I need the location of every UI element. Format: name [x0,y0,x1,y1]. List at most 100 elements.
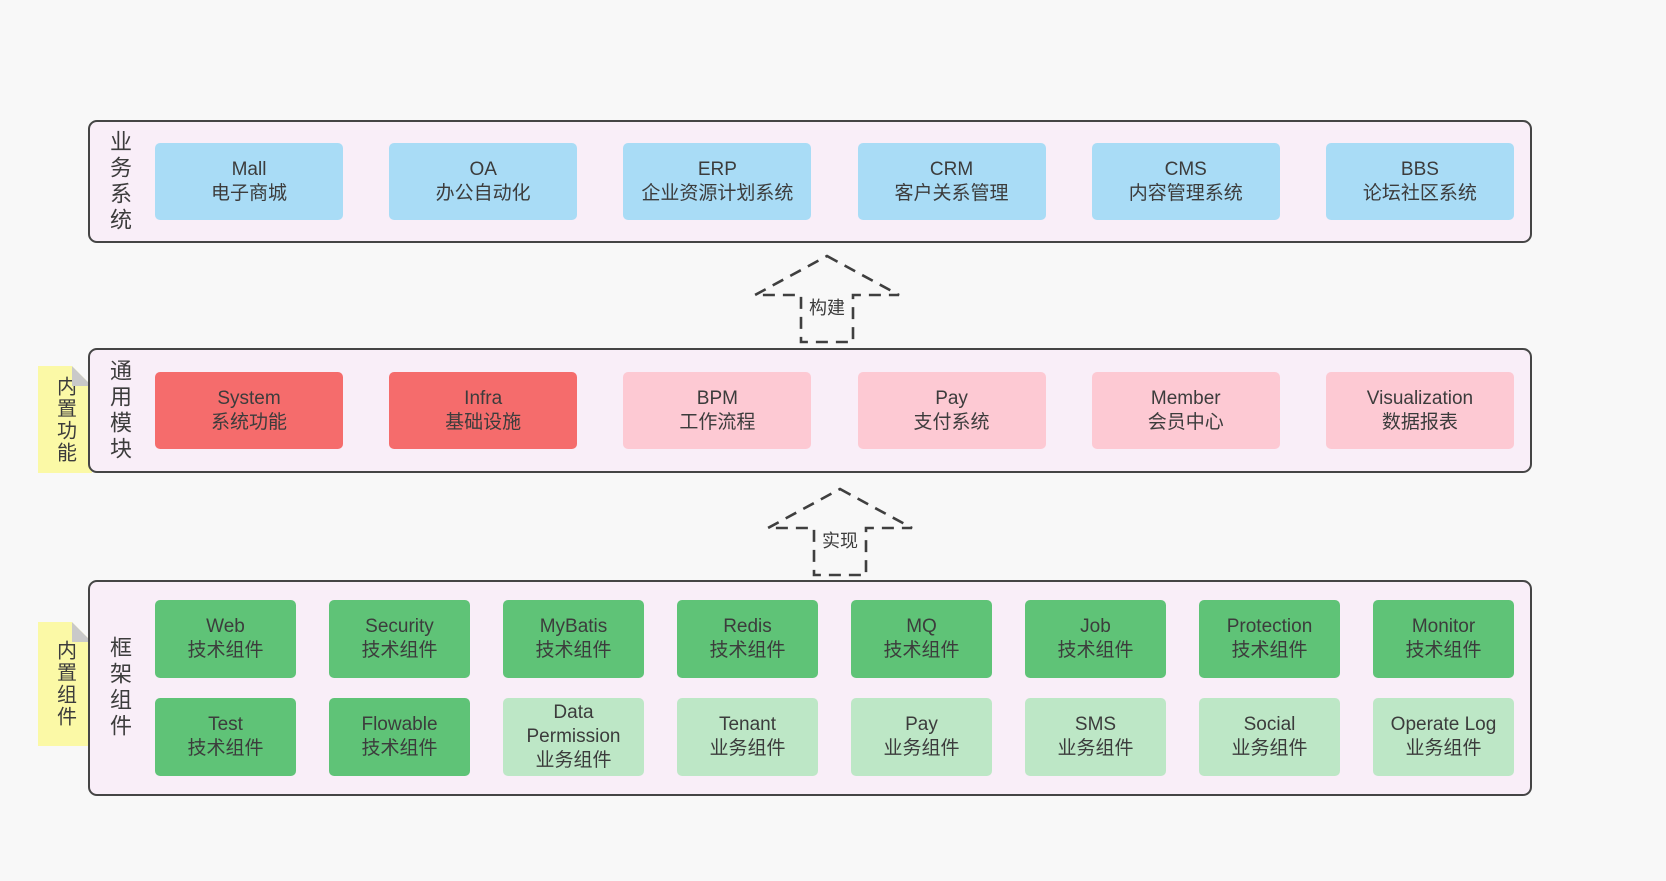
module-desc: 支付系统 [913,411,990,433]
module-name: Social [1243,714,1296,736]
module-name: BPM [696,387,738,409]
module-desc: 业务组件 [1405,738,1482,759]
module-desc: 技术组件 [361,738,438,759]
module-desc: 电子商城 [210,182,287,204]
module-name: CMS [1164,158,1207,180]
module-name: Flowable [361,714,438,736]
sticky-built-in-features: 内置功能 [38,366,92,473]
module-desc: 客户关系管理 [894,182,1009,204]
module-name: Infra [464,387,503,409]
module-name: Data Permission [526,702,621,748]
module-name: ERP [697,158,737,180]
module-name: OA [469,158,497,180]
module-desc: 企业资源计划系统 [641,182,794,204]
module-name: Operate Log [1390,714,1497,736]
module-desc: 论坛社区系统 [1362,182,1477,204]
module-name: Visualization [1366,387,1474,409]
module-name: Monitor [1411,616,1476,638]
sticky-label-built-in-features: 内置功能 [53,375,76,464]
build-arrow-label: 构建 [806,294,848,320]
module-desc: 内容管理系统 [1128,182,1243,204]
sticky-label-built-in-components: 内置组件 [53,640,76,728]
module-name: Member [1150,387,1221,409]
module-desc: 业务组件 [883,738,960,759]
module-desc: 技术组件 [187,640,264,661]
module-name: Job [1080,616,1111,638]
module-name: SMS [1074,714,1117,736]
module-name: Protection [1226,616,1313,638]
band-label-common-modules: 通用模块 [107,358,132,463]
module-desc: 业务组件 [709,738,786,759]
module-desc: 工作流程 [679,411,756,433]
module-name: Test [208,714,243,736]
module-desc: 业务组件 [1057,738,1134,759]
module-desc: 技术组件 [361,640,438,661]
module-desc: 数据报表 [1381,411,1458,433]
implement-arrow: 实现 [765,486,915,578]
module-desc: 办公自动化 [435,182,531,204]
module-desc: 技术组件 [1057,640,1134,661]
module-desc: 会员中心 [1147,411,1224,433]
module-desc: 基础设施 [445,411,522,433]
module-name: Pay [935,387,968,409]
module-name: Mall [231,158,267,180]
module-name: Security [365,616,434,638]
build-arrow: 构建 [752,253,902,345]
module-desc: 技术组件 [709,640,786,661]
module-desc: 技术组件 [883,640,960,661]
module-desc: 技术组件 [1231,640,1308,661]
module-desc: 技术组件 [1405,640,1482,661]
band-label-business-systems: 业务系统 [107,129,132,234]
module-desc: 技术组件 [535,640,612,661]
module-name: Tenant [718,714,777,736]
module-desc: 业务组件 [535,749,612,771]
sticky-built-in-components: 内置组件 [38,622,92,746]
module-name: BBS [1400,158,1439,180]
module-name: MQ [906,616,937,638]
module-name: Web [206,616,245,638]
module-desc: 系统功能 [210,411,287,433]
module-desc: 技术组件 [187,738,264,759]
module-name: Redis [723,616,772,638]
module-name: CRM [929,158,974,180]
module-name: MyBatis [539,616,608,638]
module-name: System [217,387,281,409]
implement-arrow-label: 实现 [819,527,861,553]
band-label-framework-components: 框架组件 [107,636,132,740]
